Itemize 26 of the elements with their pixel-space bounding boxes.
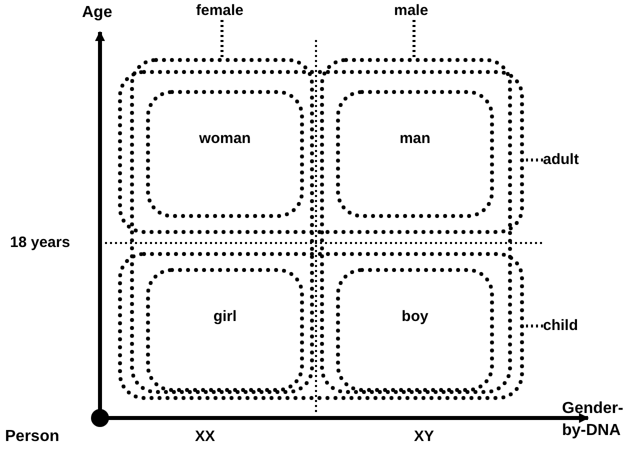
axis-label: Age	[82, 4, 112, 22]
origin-label: Person	[5, 428, 60, 446]
region-label: child	[543, 317, 578, 334]
axis-label: Gender-by-DNA	[562, 399, 624, 441]
leader-line	[524, 324, 543, 328]
region-outline	[130, 58, 314, 394]
node-label: man	[398, 130, 432, 147]
region-outline	[118, 70, 524, 234]
region-label: male	[394, 2, 428, 19]
region-outline	[320, 58, 512, 394]
threshold-label: 18 years	[10, 234, 70, 251]
axis-value-label: XX	[195, 428, 216, 445]
leader-line	[524, 158, 543, 162]
node-label: woman	[198, 130, 252, 147]
region-outline	[118, 252, 524, 400]
leader-line	[220, 20, 224, 58]
region-label: female	[196, 2, 244, 19]
category-box	[336, 268, 494, 392]
leader-line	[412, 20, 416, 58]
category-box	[146, 268, 304, 392]
axis-value-label: XY	[414, 428, 434, 445]
region-label: adult	[543, 151, 579, 168]
node-label: boy	[400, 308, 430, 325]
category-box	[146, 90, 304, 218]
node-label: girl	[212, 308, 238, 325]
category-box	[336, 90, 494, 218]
